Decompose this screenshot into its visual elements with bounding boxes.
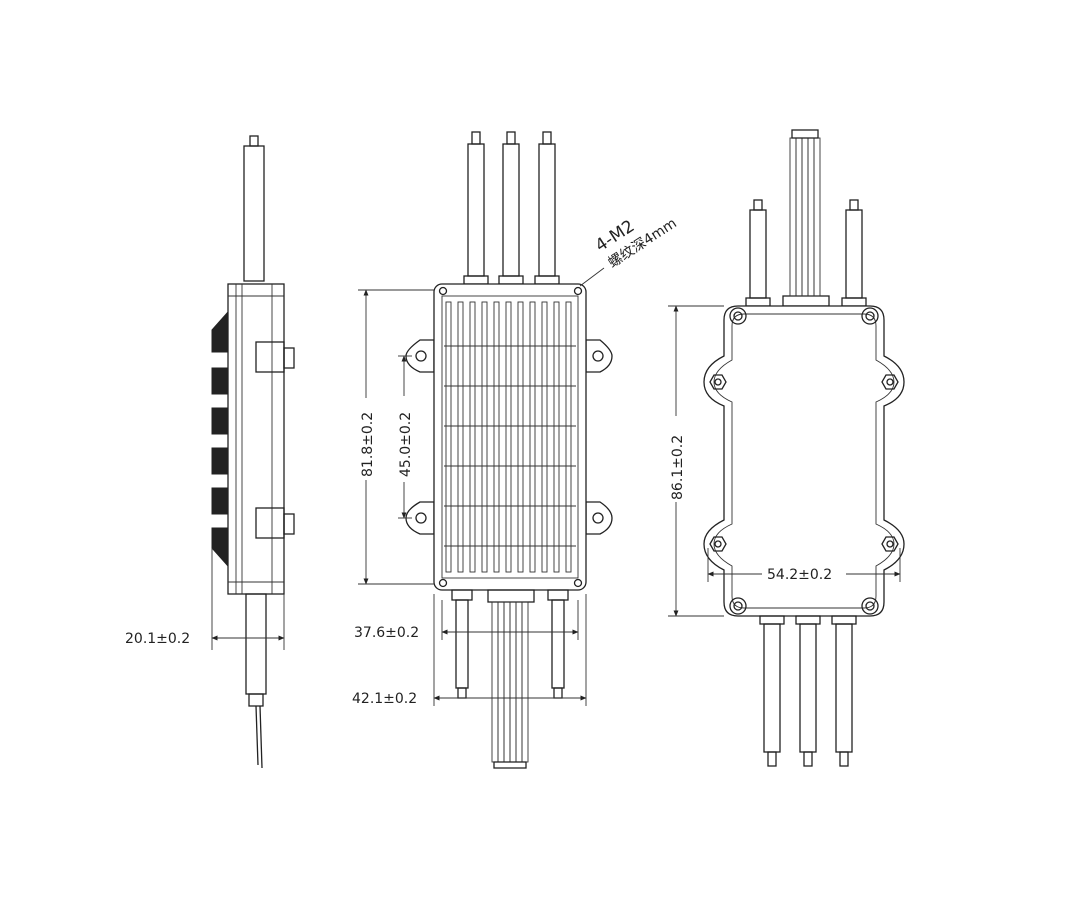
front-height-dimension: 81.8±0.2 xyxy=(360,412,376,477)
side-view xyxy=(211,135,295,769)
back-height-dimension: 86.1±0.2 xyxy=(670,435,686,500)
side-thickness-dimension: 20.1±0.2 xyxy=(125,631,190,647)
front-lead-spacing-dimension: 37.6±0.2 xyxy=(354,625,419,641)
back-view xyxy=(668,129,905,767)
front-hole-spacing-dimension: 45.0±0.2 xyxy=(398,412,414,477)
front-width-dimension: 42.1±0.2 xyxy=(352,691,417,707)
front-view xyxy=(358,131,613,769)
back-hole-spacing-dimension: 54.2±0.2 xyxy=(767,567,832,583)
